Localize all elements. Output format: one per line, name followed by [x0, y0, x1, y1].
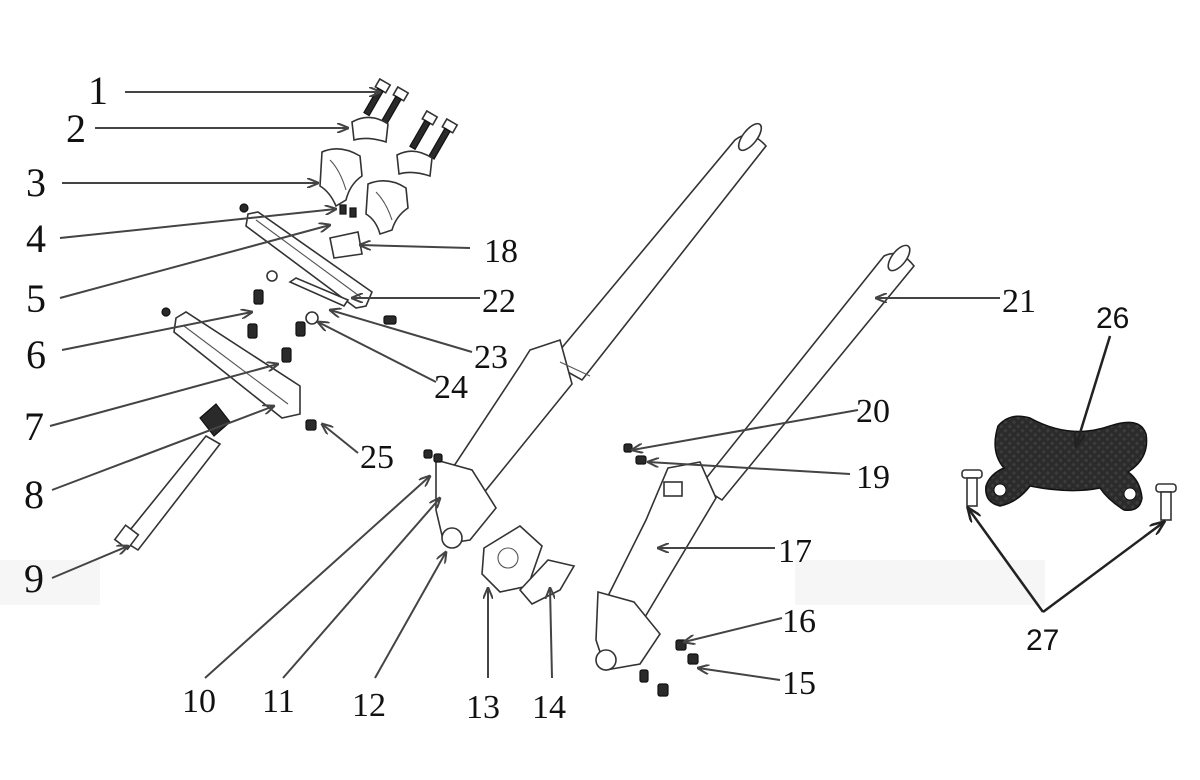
callout-6: 6 — [26, 332, 46, 377]
callout-10: 10 — [182, 683, 216, 720]
left-fork-leg — [423, 122, 768, 549]
callout-5: 5 — [26, 276, 46, 321]
upper-triple-clamp — [239, 203, 373, 309]
stem-hardware — [266, 270, 397, 325]
callout-4: 4 — [26, 216, 46, 261]
callout-22: 22 — [482, 283, 516, 320]
handlebar-risers — [319, 148, 409, 236]
background-band-right — [795, 560, 1045, 605]
callout-11: 11 — [262, 683, 295, 720]
callout-2: 2 — [66, 106, 86, 151]
callout-23: 23 — [474, 339, 508, 376]
stem-plate — [288, 277, 350, 308]
pinch-bolts — [247, 289, 306, 363]
spacer-18 — [329, 231, 363, 259]
callout-27: 27 — [1026, 624, 1059, 657]
callout-20: 20 — [856, 393, 890, 430]
callout-1: 1 — [88, 68, 108, 113]
callout-15: 15 — [782, 665, 816, 702]
callout-labels: 1 2 3 4 5 6 7 8 9 10 11 12 13 14 15 16 1… — [24, 68, 1129, 726]
callout-18: 18 — [484, 233, 518, 270]
carbon-fender-bracket — [985, 415, 1148, 511]
callout-17: 17 — [778, 533, 812, 570]
background-band-left — [0, 560, 100, 605]
callout-8: 8 — [24, 472, 44, 517]
callout-19: 19 — [856, 459, 890, 496]
steering-stem — [113, 403, 231, 552]
callout-25: 25 — [360, 439, 394, 476]
callout-21: 21 — [1002, 283, 1036, 320]
handlebar-clamp-caps — [351, 116, 433, 178]
small-screws — [339, 204, 357, 218]
callout-7: 7 — [24, 404, 44, 449]
right-fork-leg — [595, 244, 916, 697]
top-bolts — [363, 77, 459, 160]
callout-24: 24 — [434, 369, 468, 406]
lower-triple-clamp — [161, 307, 317, 431]
callout-9: 9 — [24, 556, 44, 601]
callout-16: 16 — [782, 603, 816, 640]
callout-26: 26 — [1096, 302, 1129, 335]
callout-3: 3 — [26, 160, 46, 205]
leader-lines — [49, 92, 1164, 681]
callout-13: 13 — [466, 689, 500, 726]
brake-caliper — [481, 525, 576, 605]
callout-14: 14 — [532, 689, 566, 726]
callout-12: 12 — [352, 687, 386, 724]
